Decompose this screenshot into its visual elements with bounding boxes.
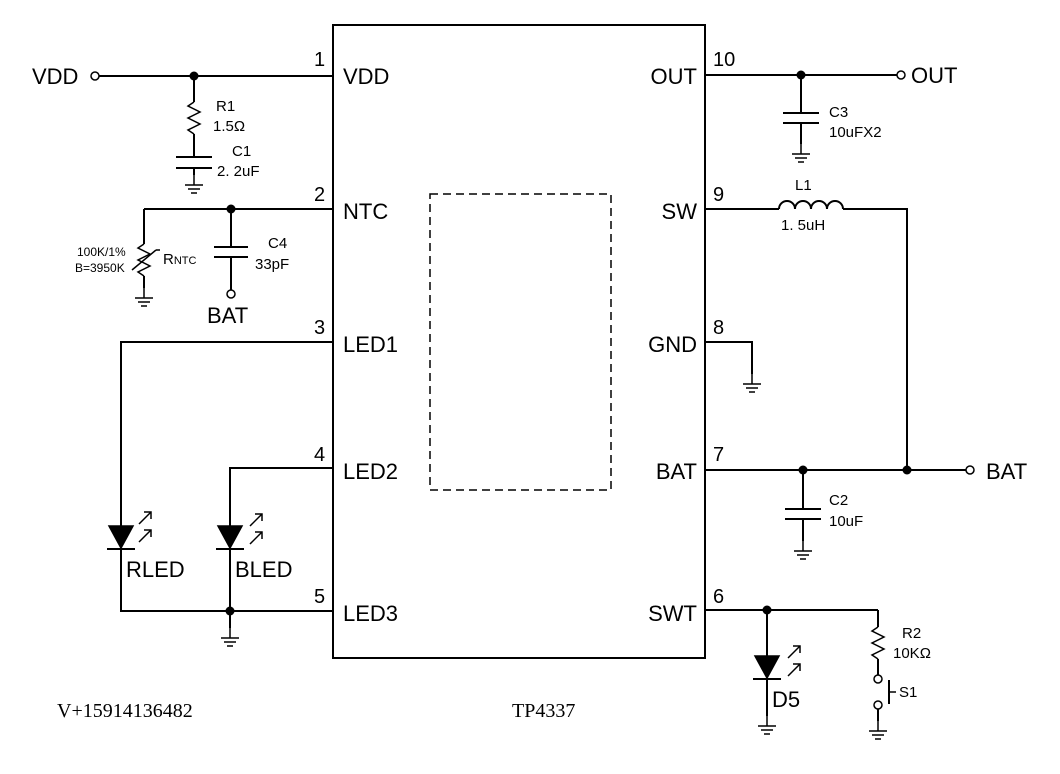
pin-1-number: 1 <box>314 49 325 71</box>
c4-ref: C4 <box>268 235 287 252</box>
r2-resistor <box>870 626 886 660</box>
s1-ref: S1 <box>899 684 917 701</box>
out-terminal-label: OUT <box>911 63 957 88</box>
s1-contact-bottom <box>873 700 883 710</box>
gnd-wire <box>705 341 753 374</box>
pin-9-name: SW <box>662 199 698 224</box>
r2-ref: R2 <box>902 625 921 642</box>
c3-ref: C3 <box>829 104 848 121</box>
contact-number: V+15914136482 <box>57 700 193 722</box>
bled-label: BLED <box>235 557 292 582</box>
s1-ground-icon <box>868 720 888 740</box>
pin-4-name: LED2 <box>343 459 398 484</box>
c1-value: 2. 2uF <box>217 163 260 180</box>
d5-diode <box>753 655 781 680</box>
l1-inductor <box>778 200 844 210</box>
pin-10-number: 10 <box>713 49 735 71</box>
led3-rled-wire <box>120 549 333 612</box>
bat-terminal-label: BAT <box>986 459 1027 484</box>
pin-3-number: 3 <box>314 317 325 339</box>
pin-5-number: 5 <box>314 586 325 608</box>
d5-label: D5 <box>772 687 800 712</box>
d5-ground-icon <box>757 715 777 735</box>
vdd-terminal-label: VDD <box>32 64 78 89</box>
r1-resistor <box>186 101 202 135</box>
pin-3-name: LED1 <box>343 332 398 357</box>
pin-4-number: 4 <box>314 444 325 466</box>
rntc-spec2: B=3950K <box>75 261 125 275</box>
out-terminal <box>896 70 906 80</box>
r1-value: 1.5Ω <box>213 118 245 135</box>
led2-wire <box>229 467 333 526</box>
pin-8-name: GND <box>648 332 697 357</box>
gnd-pin-ground-icon <box>742 373 762 393</box>
c3-value: 10uFX2 <box>829 124 882 141</box>
c4-value: 33pF <box>255 256 289 273</box>
rntc-thermistor <box>136 243 152 277</box>
c3-ground-icon <box>791 143 811 163</box>
vdd-terminal <box>90 71 100 81</box>
c2-ground-icon <box>793 540 813 560</box>
r1-ref: R1 <box>216 98 235 115</box>
c1-ground-icon <box>184 174 204 194</box>
pin-5-name: LED3 <box>343 601 398 626</box>
bled-light-arrows-icon <box>249 513 263 545</box>
rntc-spec1: 100K/1% <box>77 245 126 259</box>
pin-9-number: 9 <box>713 184 724 206</box>
rled-label: RLED <box>126 557 185 582</box>
exposed-pad <box>429 193 612 491</box>
rntc-ref: RNTC <box>163 251 197 268</box>
bat-l1-junction <box>902 465 912 475</box>
led3-ground-icon <box>220 627 240 647</box>
pin-2-name: NTC <box>343 199 388 224</box>
pin-8-number: 8 <box>713 317 724 339</box>
s1-contact-top <box>873 674 883 684</box>
led3-junction <box>225 606 235 616</box>
rntc-ground-icon <box>134 287 154 307</box>
pin-10-name: OUT <box>651 64 697 89</box>
bled-diode <box>216 525 244 550</box>
led1-wire <box>120 341 333 526</box>
pin-6-number: 6 <box>713 586 724 608</box>
rled-diode <box>107 525 135 550</box>
c4-bat-label: BAT <box>207 303 248 328</box>
l1-ref: L1 <box>795 177 812 194</box>
pin-7-number: 7 <box>713 444 724 466</box>
c2-ref: C2 <box>829 492 848 509</box>
bat-terminal <box>965 465 975 475</box>
pin-6-name: SWT <box>648 601 697 626</box>
c2-value: 10uF <box>829 513 863 530</box>
pin-1-name: VDD <box>343 64 389 89</box>
d5-light-arrows-icon <box>787 645 801 677</box>
l1-value: 1. 5uH <box>781 217 825 234</box>
r2-value: 10KΩ <box>893 645 931 662</box>
rled-light-arrows-icon <box>138 511 152 543</box>
pin-7-name: BAT <box>656 459 697 484</box>
part-number: TP4337 <box>512 700 575 722</box>
pin-2-number: 2 <box>314 184 325 206</box>
c1-ref: C1 <box>232 143 251 160</box>
c4-bat-terminal <box>226 289 236 299</box>
